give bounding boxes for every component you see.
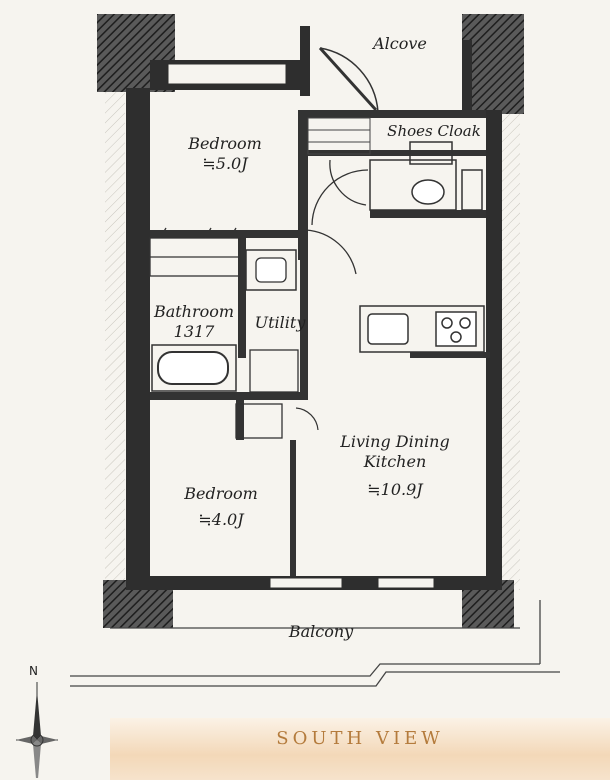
genkan-step	[307, 117, 371, 155]
column-top-right	[462, 14, 524, 114]
shoes-cloak-cabinet	[409, 141, 453, 165]
bathroom-size: 1317	[173, 322, 215, 341]
balcony	[70, 600, 560, 687]
kitchen-counter	[359, 305, 485, 353]
north-letter: N	[29, 664, 38, 678]
windows	[167, 63, 435, 589]
cabinet-right	[461, 169, 483, 211]
washbasin-icon	[255, 257, 287, 283]
entry-door-swing	[319, 47, 379, 113]
closet-bedroom1	[149, 227, 241, 277]
alcove-name: Alcove	[373, 34, 427, 53]
balcony-name: Balcony	[288, 622, 354, 641]
door-swing-utility	[305, 229, 357, 275]
closet-bedroom2	[235, 403, 283, 439]
bedroom2-name: Bedroom	[184, 484, 258, 503]
interior-walls	[150, 110, 490, 576]
ldk-name-line2: Kitchen	[363, 452, 427, 471]
ldk-area: ≒10.9J	[367, 480, 423, 499]
ldk-name-line1: Living Dining	[340, 432, 450, 451]
bedroom1-name: Bedroom	[188, 134, 262, 153]
bathtub-icon	[157, 351, 229, 385]
exterior-hatch-left	[105, 90, 125, 590]
shoes-cloak-label: Shoes Cloak	[382, 122, 486, 141]
entry-door-leaf	[318, 46, 378, 112]
bathroom-label: Bathroom 1317	[146, 302, 242, 342]
door-swing-toilet	[329, 159, 367, 206]
bathroom-name: Bathroom	[153, 302, 235, 321]
toilet-room	[369, 159, 457, 211]
bedroom1-area: ≒5.0J	[202, 154, 248, 173]
washbasin-counter	[245, 249, 297, 291]
washer-space	[249, 349, 299, 393]
compass-rose-icon	[16, 682, 58, 778]
bedroom1-label: Bedroom ≒5.0J	[180, 134, 270, 174]
shoes-cloak-name: Shoes Cloak	[387, 122, 481, 140]
balcony-label: Balcony	[276, 622, 366, 642]
south-view-title: SOUTH VIEW	[276, 728, 444, 749]
alcove-label: Alcove	[360, 34, 440, 54]
bedroom2-label: Bedroom ≒4.0J	[176, 484, 266, 530]
toilet-icon	[411, 179, 445, 205]
south-view-band: SOUTH VIEW	[110, 718, 610, 780]
exterior-hatch-right	[500, 110, 520, 590]
bathtub-area	[151, 344, 237, 392]
bedroom2-area: ≒4.0J	[198, 510, 244, 529]
utility-label: Utility	[246, 313, 314, 333]
door-swing-bedroom1	[311, 169, 369, 226]
ldk-label: Living Dining Kitchen ≒10.9J	[320, 432, 470, 500]
utility-name: Utility	[254, 313, 306, 332]
door-swing-bedroom2	[295, 407, 319, 431]
